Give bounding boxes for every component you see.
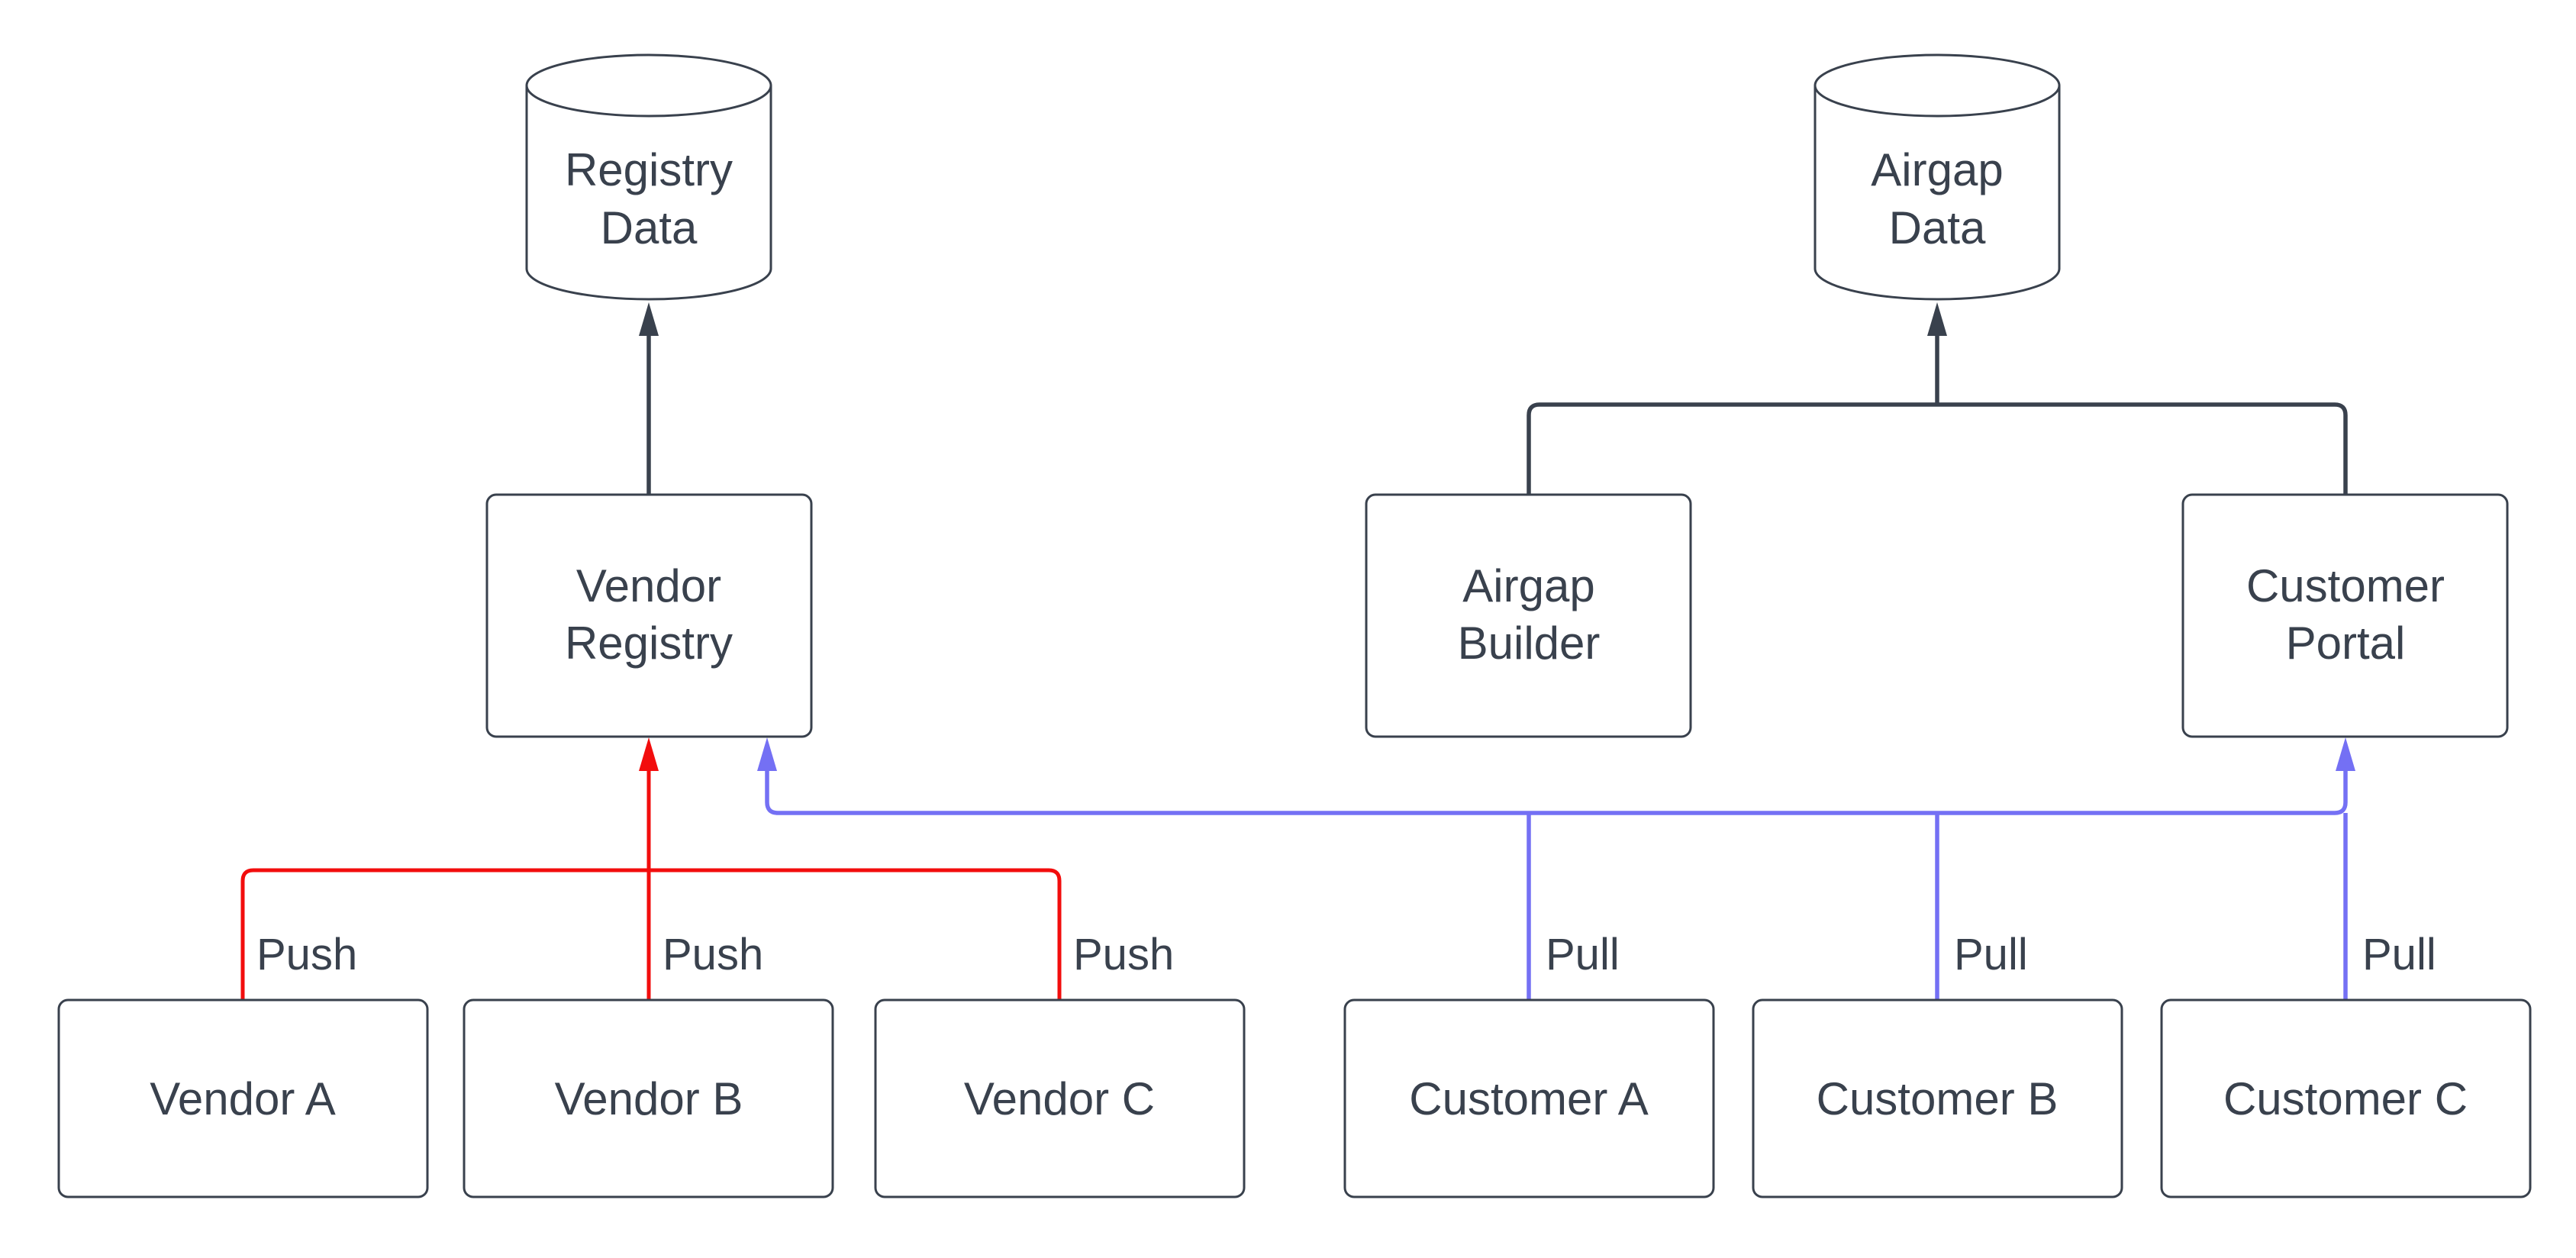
node-label-line2: Registry	[565, 618, 733, 669]
node-box	[874, 998, 1246, 1198]
node-customer-b: Customer B	[1752, 998, 2123, 1198]
node-box	[57, 998, 429, 1198]
node-label: Customer A	[1409, 1073, 1648, 1124]
node-airgap-data: Airgap Data	[1814, 53, 2061, 301]
node-box	[1752, 998, 2123, 1198]
node-label-line1: Airgap	[1871, 144, 2003, 195]
node-box	[485, 493, 813, 738]
node-airgap-builder: Airgap Builder	[1365, 493, 1692, 738]
pull-label-customer-b: Pull	[1954, 930, 2028, 979]
edge-line	[1527, 402, 2348, 495]
node-label-line2: Portal	[2286, 618, 2406, 669]
node-box	[2181, 493, 2509, 738]
cylinder-body	[525, 85, 772, 301]
node-customer-c: Customer C	[2160, 998, 2532, 1198]
node-label-line2: Data	[601, 202, 698, 253]
node-vendor-registry: Vendor Registry	[485, 493, 813, 738]
node-vendor-a: Vendor A	[57, 998, 429, 1198]
node-label: Customer C	[2223, 1073, 2468, 1124]
edge-vendor-registry-to-registry-data	[639, 302, 659, 495]
push-label-vendor-b: Push	[663, 930, 763, 979]
node-label: Customer B	[1817, 1073, 2059, 1124]
arrowhead-up-red-vendor-registry	[639, 737, 659, 771]
push-label-vendor-a: Push	[256, 930, 357, 979]
node-label: Vendor C	[964, 1073, 1155, 1124]
arrowhead-up-blue-vendor-registry	[757, 737, 777, 771]
node-customer-a: Customer A	[1343, 998, 1715, 1198]
node-vendor-b: Vendor B	[463, 998, 834, 1198]
node-box	[2160, 998, 2532, 1198]
edge-airgap-builder-customer-portal-trunk	[1527, 402, 2348, 495]
node-box	[1365, 493, 1692, 738]
node-label: Vendor B	[555, 1073, 743, 1124]
cylinder-top	[1814, 53, 2061, 118]
node-label-line1: Airgap	[1462, 560, 1594, 611]
cylinder-body	[1814, 85, 2061, 301]
node-box	[463, 998, 834, 1198]
node-label-line1: Customer	[2246, 560, 2445, 611]
node-label-line2: Builder	[1458, 618, 1601, 669]
node-box	[1343, 998, 1715, 1198]
arrowhead-up-dark-registry	[639, 302, 659, 336]
arrowhead-up-dark-airgap	[1927, 302, 1947, 336]
node-label-line2: Data	[1889, 202, 1986, 253]
node-vendor-c: Vendor C	[874, 998, 1246, 1198]
node-registry-data: Registry Data	[525, 53, 772, 301]
edge-push-trunk-vendor-a-to-vendor-c	[240, 868, 1062, 1000]
node-label-line1: Registry	[565, 144, 733, 195]
node-label: Vendor A	[150, 1073, 336, 1124]
pull-label-customer-c: Pull	[2362, 930, 2436, 979]
edge-trunk-to-airgap-data	[1927, 302, 1947, 405]
node-customer-portal: Customer Portal	[2181, 493, 2509, 738]
cylinder-top	[525, 53, 772, 118]
edge-line	[240, 868, 1062, 1000]
push-label-vendor-c: Push	[1073, 930, 1174, 979]
arrowhead-up-blue-customer-portal	[2336, 737, 2355, 771]
pull-label-customer-a: Pull	[1546, 930, 1620, 979]
edge-pull-trunk-to-vendor-registry	[757, 737, 2355, 815]
node-label-line1: Vendor	[576, 560, 721, 611]
edge-push-vendor-b-to-vendor-registry	[639, 737, 659, 1000]
edge-line	[765, 769, 2348, 815]
